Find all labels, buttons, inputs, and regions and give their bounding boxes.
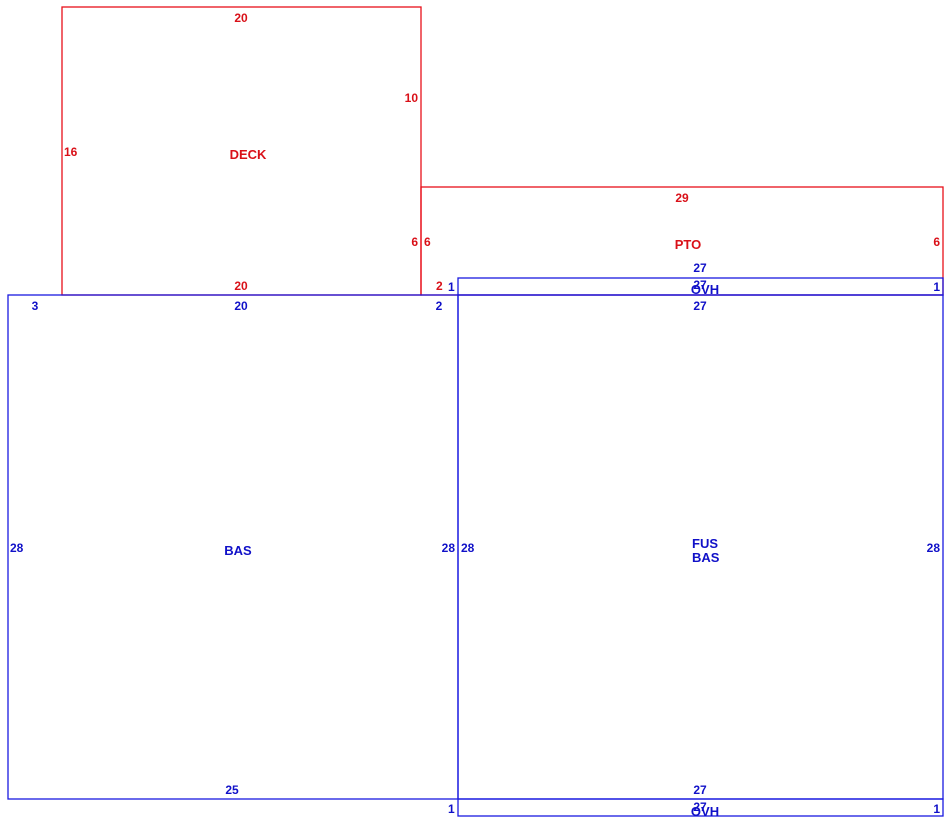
- bas-left-top-right-corner-dimension: 2: [436, 299, 443, 313]
- deck-right-lower-dimension: 6: [411, 235, 418, 249]
- pto-left-dimension: 6: [424, 235, 431, 249]
- fus-bas-label-line1: FUS: [692, 536, 718, 551]
- ovh-top-outline: [457, 277, 944, 296]
- bas-left-top-dimension: 20: [234, 299, 248, 313]
- ovh-bottom-right-dimension: 1: [933, 802, 940, 816]
- fus-bas-left-dimension: 28: [461, 541, 475, 555]
- pto-right-dimension: 6: [933, 235, 940, 249]
- bas-left-right-dimension: 28: [442, 541, 456, 555]
- pto-bottom-left-dimension: 2: [436, 279, 443, 293]
- fus-bas-bottom-dimension: 27: [693, 783, 707, 797]
- ovh-bottom-area: 27 OVH 1 1: [448, 798, 944, 819]
- bas-left-bottom-dimension: 25: [225, 783, 239, 797]
- ovh-top-area: 27 27 OVH 1 1: [448, 261, 944, 297]
- fus-bas-right-dimension: 28: [927, 541, 941, 555]
- bas-left-label: BAS: [224, 543, 252, 558]
- fus-bas-label-line2: BAS: [692, 550, 720, 565]
- ovh-bottom-bottom-dimension: 27: [693, 800, 707, 814]
- pto-area: PTO 29 6 6 2: [420, 186, 944, 296]
- pto-top-dimension: 29: [675, 191, 689, 205]
- ovh-top-right-dimension: 1: [933, 280, 940, 294]
- bas-left-left-dimension: 28: [10, 541, 24, 555]
- fus-bas-area: FUS BAS 27 28 28 27: [457, 294, 944, 800]
- deck-area: DECK 20 16 10 6 20: [61, 6, 422, 296]
- ovh-bottom-label: OVH: [691, 804, 719, 819]
- pto-label: PTO: [675, 237, 702, 252]
- deck-left-dimension: 16: [64, 145, 78, 159]
- ovh-top-left-dimension: 1: [448, 280, 455, 294]
- fus-bas-top-dimension: 27: [693, 299, 707, 313]
- ovh-bottom-outline: [457, 798, 944, 817]
- deck-bottom-dimension: 20: [234, 279, 248, 293]
- deck-label: DECK: [230, 147, 267, 162]
- ovh-top-top-dimension: 27: [693, 261, 707, 275]
- deck-top-dimension: 20: [234, 11, 248, 25]
- ovh-top-label: OVH: [691, 282, 719, 297]
- ovh-bottom-left-dimension: 1: [448, 802, 455, 816]
- deck-right-upper-dimension: 10: [405, 91, 419, 105]
- bas-left-area: BAS 20 3 2 28 28 25: [7, 294, 459, 800]
- bas-left-top-left-corner-dimension: 3: [32, 299, 39, 313]
- ovh-top-bottom-dimension: 27: [693, 278, 707, 292]
